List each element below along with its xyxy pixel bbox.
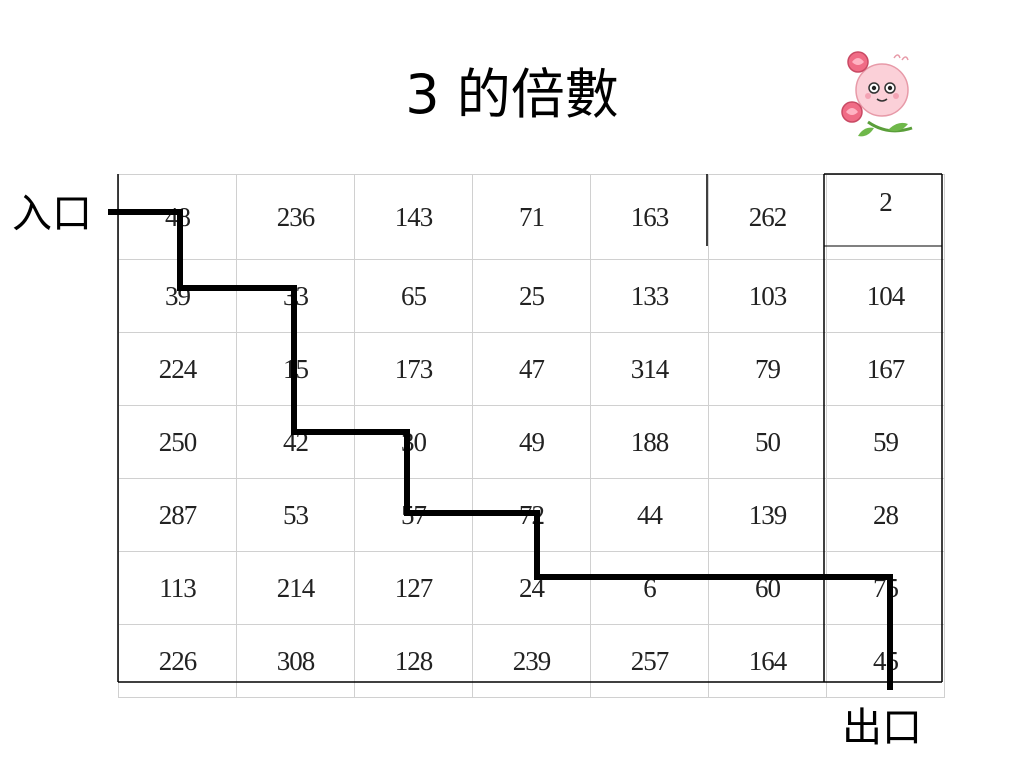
grid-cell: 143 [354, 174, 473, 260]
grid-cell: 173 [354, 332, 473, 406]
grid-cell: 103 [708, 259, 827, 333]
grid-cell: 33 [236, 259, 355, 333]
grid-cell: 113 [118, 551, 237, 625]
grid-cell: 47 [472, 332, 591, 406]
grid-cell: 127 [354, 551, 473, 625]
pink-rose-mascot-icon [841, 51, 913, 137]
grid-cell: 164 [708, 624, 827, 698]
grid-cell: 50 [708, 405, 827, 479]
grid-cell: 236 [236, 174, 355, 260]
grid-cell: 59 [826, 405, 945, 479]
grid-cell: 163 [590, 174, 709, 260]
grid-cell: 262 [708, 174, 827, 260]
grid-cell: 224 [118, 332, 237, 406]
grid-cell: 139 [708, 478, 827, 552]
grid-cell: 188 [590, 405, 709, 479]
grid-cell: 71 [472, 174, 591, 260]
grid-cell: 104 [826, 259, 945, 333]
grid-cell: 214 [236, 551, 355, 625]
grid-cell: 49 [472, 405, 591, 479]
grid-cell: 6 [590, 551, 709, 625]
grid-cell: 25 [472, 259, 591, 333]
grid-cell: 60 [708, 551, 827, 625]
grid-cell: 28 [826, 478, 945, 552]
grid-cell: 15 [236, 332, 355, 406]
grid-cell: 48 [118, 174, 237, 260]
grid-cell: 167 [826, 332, 945, 406]
grid-cell: 30 [354, 405, 473, 479]
grid-cell: 257 [590, 624, 709, 698]
grid-cell: 65 [354, 259, 473, 333]
grid-cell: 2 [826, 174, 945, 260]
grid-cell: 239 [472, 624, 591, 698]
grid-cell: 57 [354, 478, 473, 552]
grid-cell: 42 [236, 405, 355, 479]
grid-cell: 308 [236, 624, 355, 698]
grid-cell: 250 [118, 405, 237, 479]
grid-cell: 226 [118, 624, 237, 698]
grid-cell: 128 [354, 624, 473, 698]
grid-cell: 45 [826, 624, 945, 698]
page-title: 3 的倍數 [405, 63, 619, 126]
entrance-label: 入口 [12, 191, 92, 237]
grid-cell: 133 [590, 259, 709, 333]
grid-cell: 24 [472, 551, 591, 625]
exit-label: 出口 [842, 705, 922, 751]
grid-cell: 75 [826, 551, 945, 625]
grid-cell: 39 [118, 259, 237, 333]
grid-cell: 53 [236, 478, 355, 552]
grid-cell: 44 [590, 478, 709, 552]
grid-cell: 72 [472, 478, 591, 552]
grid-cell: 314 [590, 332, 709, 406]
grid-cell: 79 [708, 332, 827, 406]
grid-cell: 287 [118, 478, 237, 552]
